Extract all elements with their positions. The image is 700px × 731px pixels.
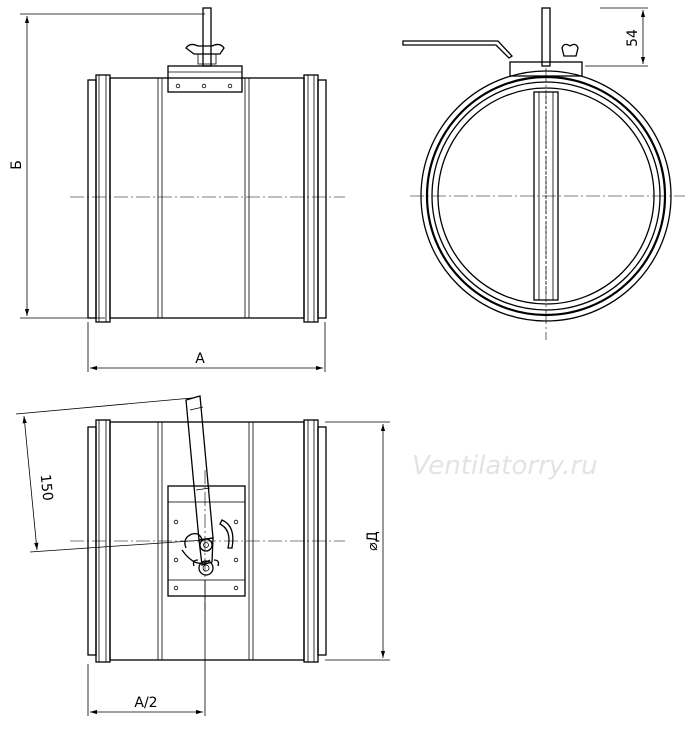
- lever-label: 150: [37, 473, 56, 501]
- front-view: 54: [402, 7, 685, 340]
- lever-dimension-line: [22, 415, 39, 551]
- half-length-label: A/2: [134, 695, 157, 711]
- watermark-text: Ventilatorry.ru: [412, 451, 598, 481]
- top-height-label: 54: [625, 29, 641, 47]
- side-view: Б A: [9, 7, 345, 372]
- length-label: A: [195, 351, 205, 367]
- height-label: Б: [9, 160, 25, 170]
- top-view: 150 ⌀Д A/2: [15, 395, 390, 716]
- diameter-label: ⌀Д: [365, 531, 381, 550]
